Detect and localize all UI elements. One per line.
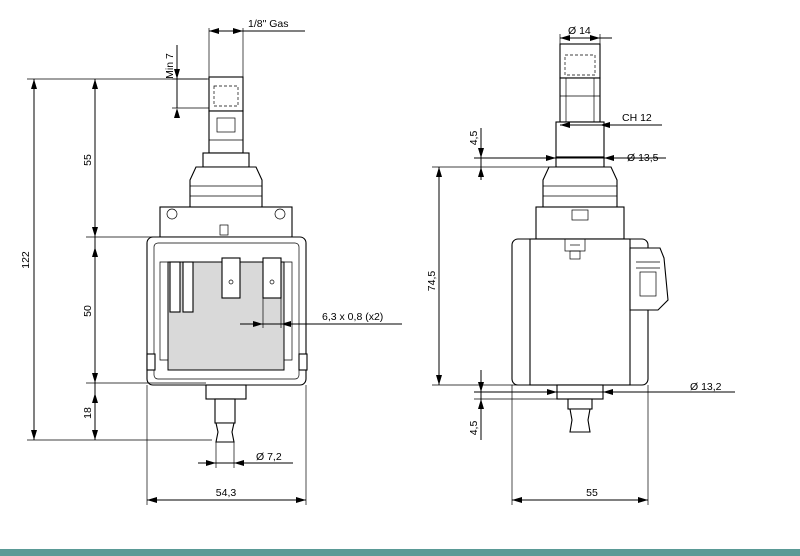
label-top-dia: Ø 14 [568,25,591,37]
right-outlet-nozzle [569,408,591,433]
footer-bar [0,549,800,556]
label-width-left: 54,3 [216,487,237,499]
left-neck [189,166,263,208]
right-coil [529,238,631,386]
label-hex: CH 12 [622,112,652,124]
label-offset-top: 4,5 [468,131,480,146]
terminal-3 [262,257,282,299]
right-side-connector [629,247,669,311]
label-terminals: 6,3 x 0,8 (x2) [322,311,383,323]
label-total-height: 122 [20,251,32,269]
label-bottom-dia: Ø 13,2 [690,381,722,393]
left-view [146,76,308,443]
label-body-height: 50 [82,305,94,317]
label-min-7: Min 7 [164,53,176,79]
terminal-2 [221,257,241,299]
right-inlet-hex [559,77,601,123]
right-dimensions [432,34,735,505]
label-thread: 1/8" Gas [248,18,289,30]
label-body-height-right: 74,5 [426,271,438,292]
left-dimensions [27,28,402,505]
left-inlet-cap [208,76,244,112]
right-neck [542,166,618,208]
right-inlet-cap [559,43,601,79]
left-flange [159,206,293,238]
label-offset-bottom: 4,5 [468,421,480,436]
label-neck-dia: Ø 13,5 [627,152,659,164]
left-outlet-base [205,384,247,400]
terminal-1 [169,261,181,313]
left-outlet-nozzle [215,422,235,443]
label-outlet-dia: Ø 7,2 [256,451,282,463]
label-top-height: 55 [82,154,94,166]
label-width-right: 55 [586,487,598,499]
right-flange [535,206,625,240]
right-view [511,43,669,433]
label-bottom-height: 18 [82,407,94,419]
